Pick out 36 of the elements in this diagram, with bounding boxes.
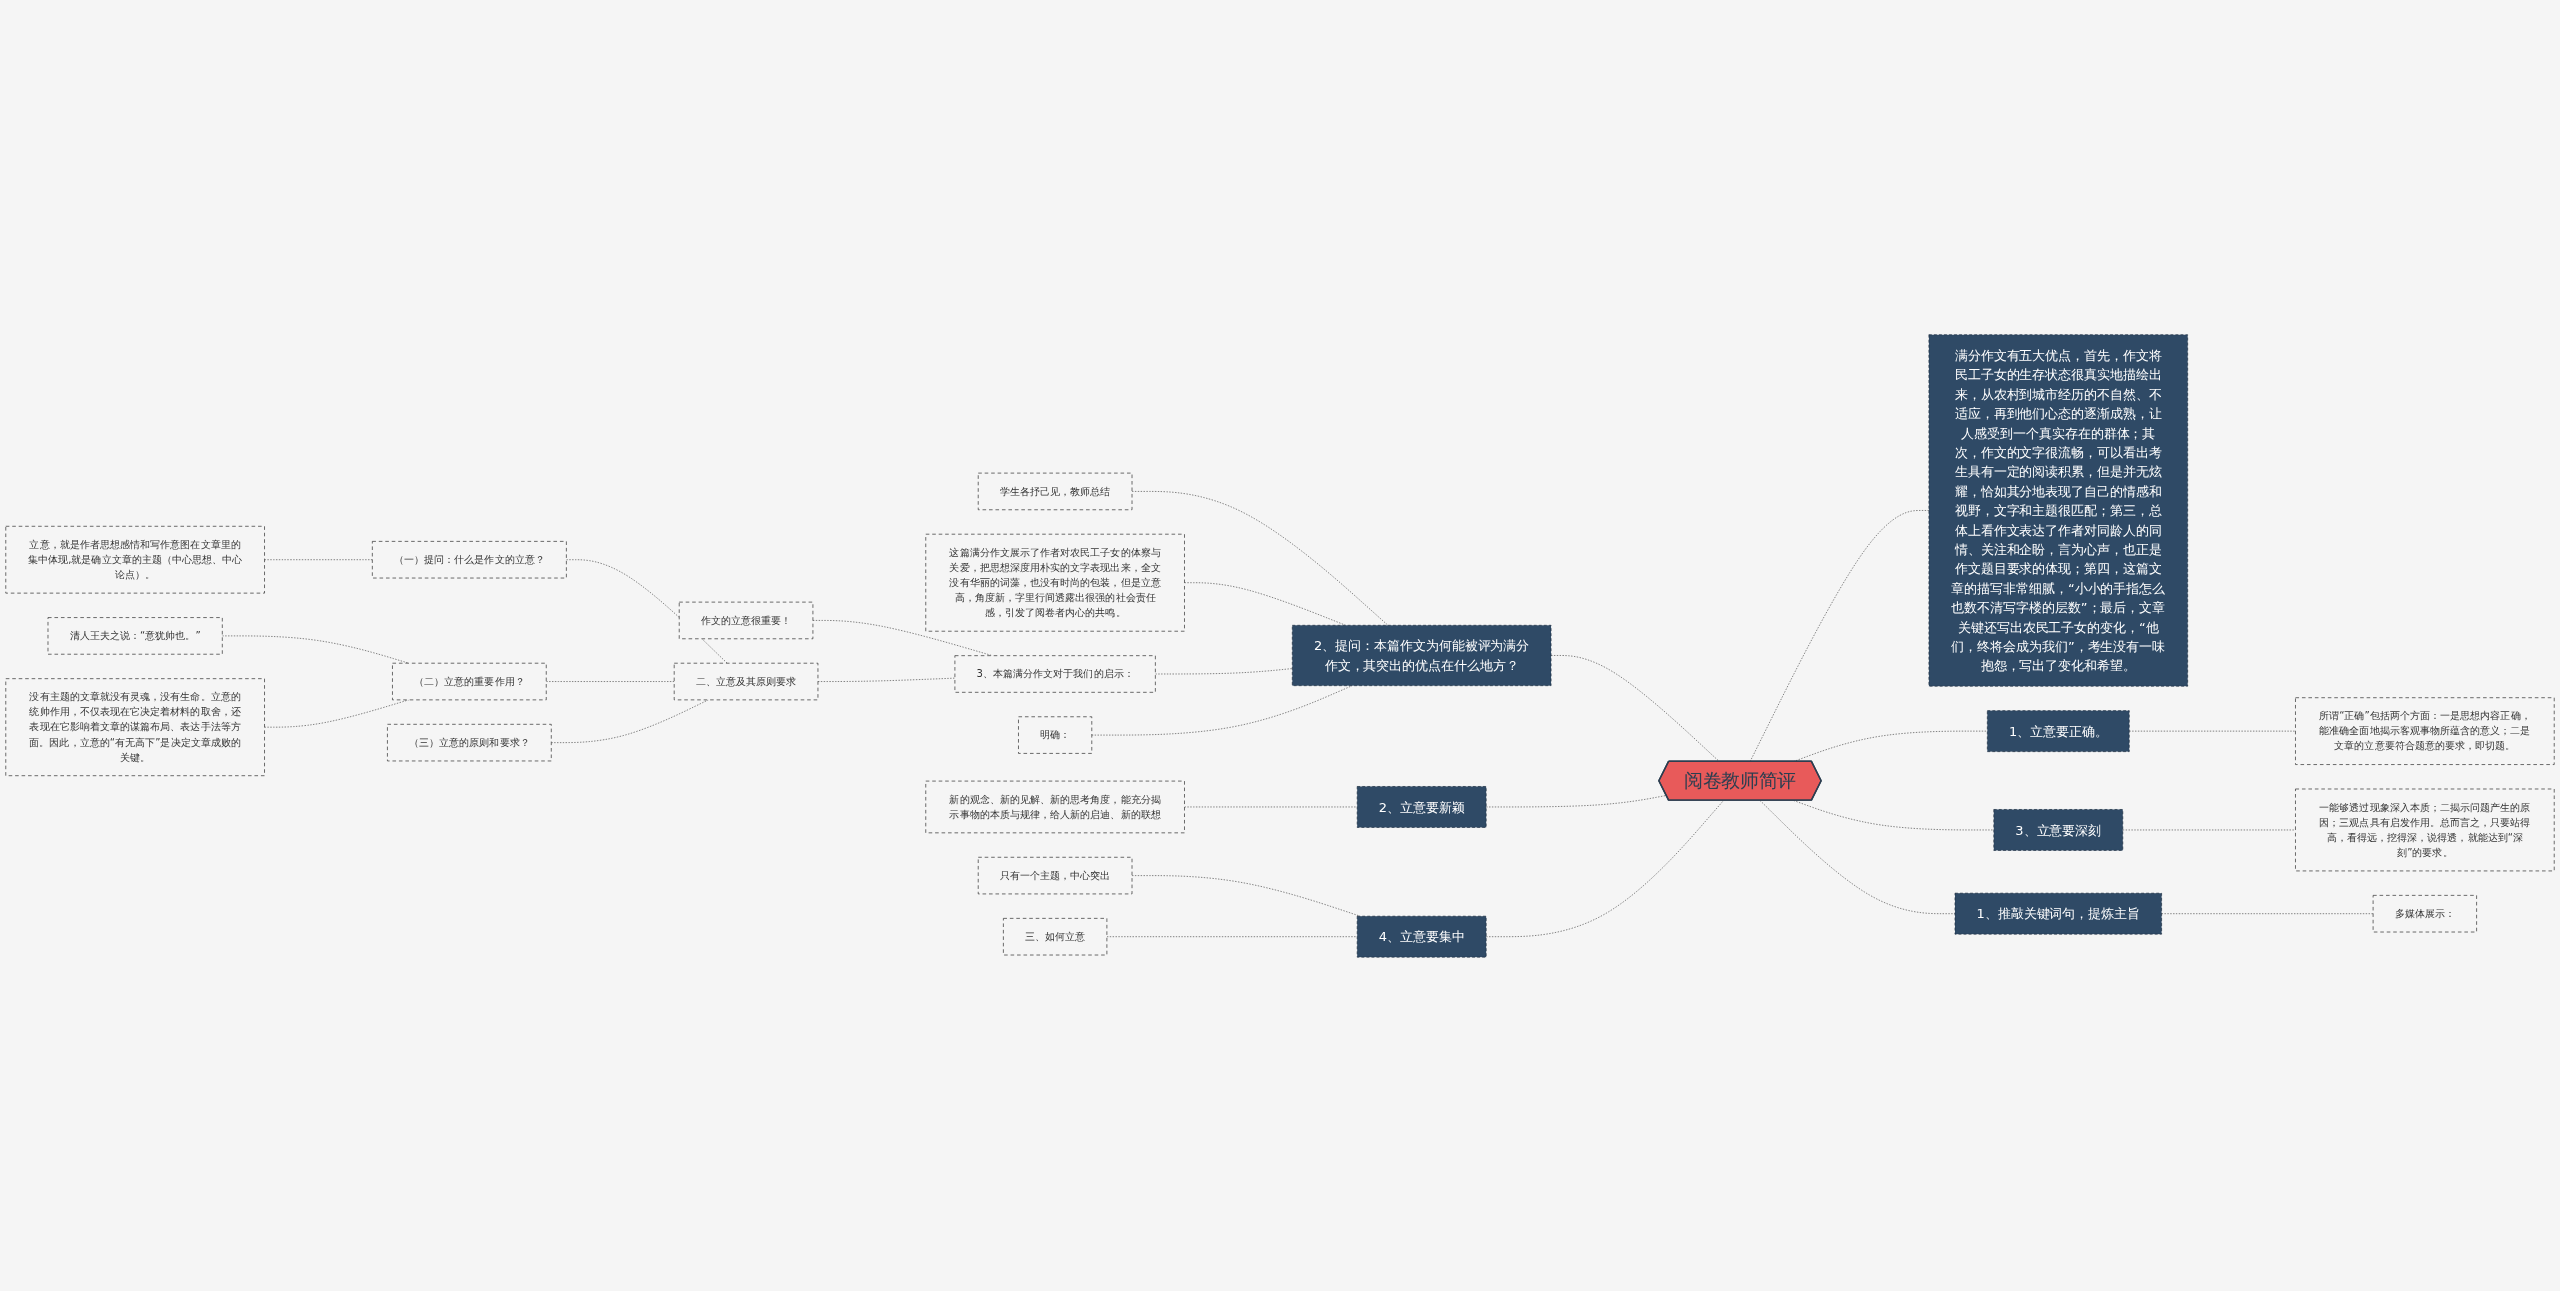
node-box: 所谓“正确”包括两个方面：一是思想内容正确，能准确全面地揭示客观事物所蕴含的意义；二是文章的立意要符合题意的要求，即切题。 [2295, 696, 2555, 765]
connector [1155, 667, 1293, 674]
node-box: （一）提问：什么是作文的立意？ [371, 540, 567, 578]
connector [1091, 684, 1353, 735]
node-box: 作文的立意很重要！ [678, 601, 814, 639]
node-box: 学生各抒己见，教师总结 [977, 472, 1133, 510]
node-box: （二）立意的重要作用？ [392, 662, 547, 700]
connector [1793, 799, 1995, 830]
node-box: 2、立意要新颖 [1356, 785, 1487, 828]
connector [1184, 806, 1358, 807]
node-box: 2、提问：本篇作文为何能被评为满分作文，其突出的优点在什么地方？ [1291, 624, 1552, 686]
connector [264, 558, 373, 560]
node-box: 这篇满分作文展示了作者对农民工子女的体察与关爱，把思想深度用朴实的文字表现出来，全文没有华丽的词藻，也没有时尚的包装，但是立意高，角度新，字里行间透露出很强的社会责任感，引发了阅卷者内心的共鸣。 [925, 533, 1185, 632]
node-box: 多媒体展示： [2372, 894, 2477, 932]
node-box: 二、立意及其原则要求 [673, 662, 819, 700]
connector [1131, 490, 1389, 626]
node-box: 3、本篇满分作文对于我们的启示： [954, 654, 1156, 693]
node-box: 清人王夫之说：“意犹帅也。” [47, 616, 223, 655]
connector [1759, 799, 1956, 914]
node-box: 1、立意要正确。 [1987, 709, 2130, 752]
node-box: 立意，就是作者思想感情和写作意图在文章里的集中体现,就是确立文章的主题（中心思想、中心论点）。 [5, 525, 265, 594]
connector [2122, 829, 2296, 830]
connector [2161, 912, 2374, 914]
node-box: 一能够透过现象深入本质；二揭示问题产生的原因；三观点具有启发作用。总而言之，只要站得高，看得远，挖得深，说得透，就能达到“深刻”的要求。 [2295, 788, 2555, 871]
node-box: 只有一个主题，中心突出 [977, 856, 1133, 894]
connector [566, 558, 728, 664]
node-box: 1、推敲关键词句，提炼主旨 [1954, 892, 2162, 935]
node-box: 新的观念、新的见解、新的思考角度，能充分揭示事物的本质与规律，给人新的启迪、新的联想 [925, 780, 1185, 833]
node-box: 满分作文有五大优点，首先，作文将民工子女的生存状态很真实地描绘出来，从农村到城市经历的不自然、不适应，再到他们心态的逐渐成熟，让人感受到一个真实存在的群体；其次，作文的文字很流畅，可以看出考生具有一定的阅读积累，但是并无炫耀，恰如其分地表现了自己的情感和视野，文字和主题很匹配；第三，总体上看作文表达了作者对同龄人的同情、关注和企盼，言为心声，也正是作文题目要求的体现；第四，这篇文章的描写非常细腻，“小小的手指怎么也数不清写字楼的层数”；最后，文章关键还写出农民工子女的变化，“他们，终将会成为我们”，考生没有一味抱怨，写出了变化和希望。 [1928, 333, 2189, 687]
node-box: 4、立意要集中 [1356, 915, 1487, 958]
node-box: 明确： [1018, 715, 1093, 754]
node-box: （三）立意的原则和要求？ [387, 723, 552, 761]
node-box: 三、如何立意 [1003, 917, 1108, 955]
connector [1106, 935, 1358, 937]
node-box: 3、立意要深刻 [1993, 808, 2124, 851]
node-box: 没有主题的文章就没有灵魂，没有生命。立意的统帅作用，不仅表现在它决定着材料的取舍，还表现在它影响着文章的谋篇布局、表达手法等方面。因此，立意的“有无高下”是决定文章成败的关键。 [5, 677, 265, 776]
